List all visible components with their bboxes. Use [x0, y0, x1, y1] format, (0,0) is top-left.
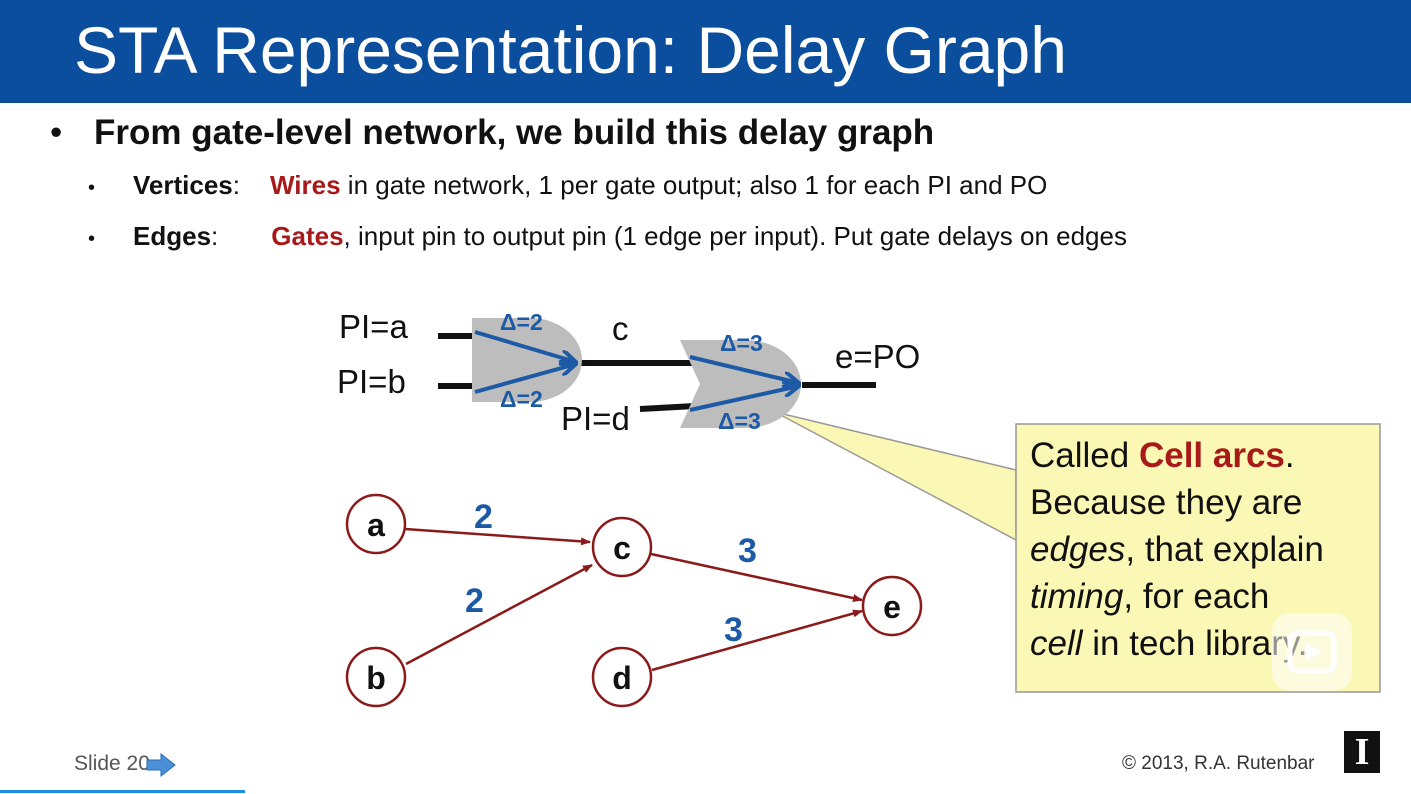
cell-arc-g2-bottom [689, 386, 799, 412]
edges-bullet: • Edges: Gates, input pin to output pin (1… [88, 221, 1127, 252]
bullet-dot: • [88, 228, 96, 250]
graph-edge-c-e [650, 552, 863, 602]
callout-line-2: Because they are [1030, 483, 1303, 522]
logo-letter: I [1354, 731, 1370, 773]
main-bullet-text: From gate-level network, we build this d… [94, 113, 935, 152]
callout-line3-post: , that explain [1125, 530, 1324, 569]
callout-line-5: cell in tech library. [1030, 620, 1375, 667]
vertices-text: in gate network, 1 per gate output; also… [340, 170, 1048, 200]
slide-title: STA Representation: Delay Graph [74, 13, 1067, 87]
cell-arcs-highlight: Cell arcs [1138, 436, 1285, 475]
callout-line1-post: . [1284, 436, 1295, 475]
edge-weight-b-c: 2 [465, 582, 484, 620]
callout-line-3: edges, that explain [1030, 526, 1375, 573]
edges-label: Edges [133, 221, 212, 251]
slide-number: Slide 20 [74, 752, 150, 775]
video-play-overlay[interactable] [1272, 613, 1352, 691]
copyright-text: © 2013, R.A. Rutenbar [1122, 753, 1315, 774]
main-bullet: • From gate-level network, we build this … [50, 113, 934, 153]
play-icon [1287, 630, 1337, 674]
vertices-colon: : [232, 170, 240, 200]
bullet-dot: • [50, 113, 63, 152]
pi-d-label: PI=d [561, 400, 630, 437]
callout-line5-post: in tech library. [1082, 624, 1308, 663]
graph-edge-a-c [404, 527, 591, 546]
edge-weight-c-e: 3 [738, 532, 757, 570]
edges-text: , input pin to output pin (1 edge per in… [343, 221, 1127, 251]
edges-colon: : [211, 221, 219, 251]
title-bar [0, 0, 1411, 103]
next-slide-button[interactable] [143, 751, 179, 779]
graph-node-b: b [345, 646, 407, 708]
graph-node-e: e [861, 575, 923, 637]
cell-arc-g1-bottom [474, 364, 576, 394]
callout-timing-italic: timing [1030, 577, 1124, 616]
right-arrow-icon [146, 752, 176, 778]
callout-cell-italic: cell [1030, 624, 1083, 663]
graph-node-d: d [591, 646, 653, 708]
callout-line1-pre: Called [1030, 436, 1139, 475]
node-e-label: e [883, 589, 901, 625]
wire-c-label: c [612, 310, 629, 347]
vertices-bullet: • Vertices: Wires in gate network, 1 per g… [88, 170, 1047, 201]
cell-arc-g1-top [474, 330, 576, 362]
wires-highlight: Wires [269, 170, 341, 200]
callout-text: Called Cell arcs. Because they are edges… [1030, 432, 1375, 667]
callout-edges-italic: edges [1030, 530, 1126, 569]
graph-edge-d-e [651, 609, 863, 672]
node-a-label: a [367, 507, 385, 543]
delay-g2-bottom-label: Δ=3 [718, 408, 761, 434]
video-progress-bar[interactable] [0, 790, 245, 793]
edge-weight-d-e: 3 [724, 611, 743, 649]
pi-a-label: PI=a [339, 308, 408, 345]
graph-node-a: a [345, 493, 407, 555]
wire-d [639, 403, 696, 412]
node-c-label: c [613, 530, 631, 566]
delay-g1-top-label: Δ=2 [500, 309, 543, 335]
callout-line-1: Called Cell arcs. [1030, 432, 1375, 479]
callout-line-4: timing, for each [1030, 573, 1375, 620]
pi-b-label: PI=b [337, 363, 406, 400]
node-d-label: d [612, 660, 632, 696]
callout-pointer [774, 411, 1017, 542]
edge-weight-a-c: 2 [474, 498, 493, 536]
cell-arc-g2-top [689, 355, 799, 383]
bullet-dot: • [88, 177, 96, 199]
node-b-label: b [366, 660, 386, 696]
delay-g1-bottom-label: Δ=2 [500, 386, 543, 412]
vertices-label: Vertices [133, 170, 233, 200]
po-e-label: e=PO [835, 338, 920, 375]
gates-highlight: Gates [271, 221, 344, 251]
delay-g2-top-label: Δ=3 [720, 330, 763, 356]
graph-node-c: c [591, 516, 653, 578]
university-logo: I [1344, 731, 1380, 773]
graph-edge-b-c [405, 563, 593, 666]
callout-line4-post: , for each [1123, 577, 1270, 616]
